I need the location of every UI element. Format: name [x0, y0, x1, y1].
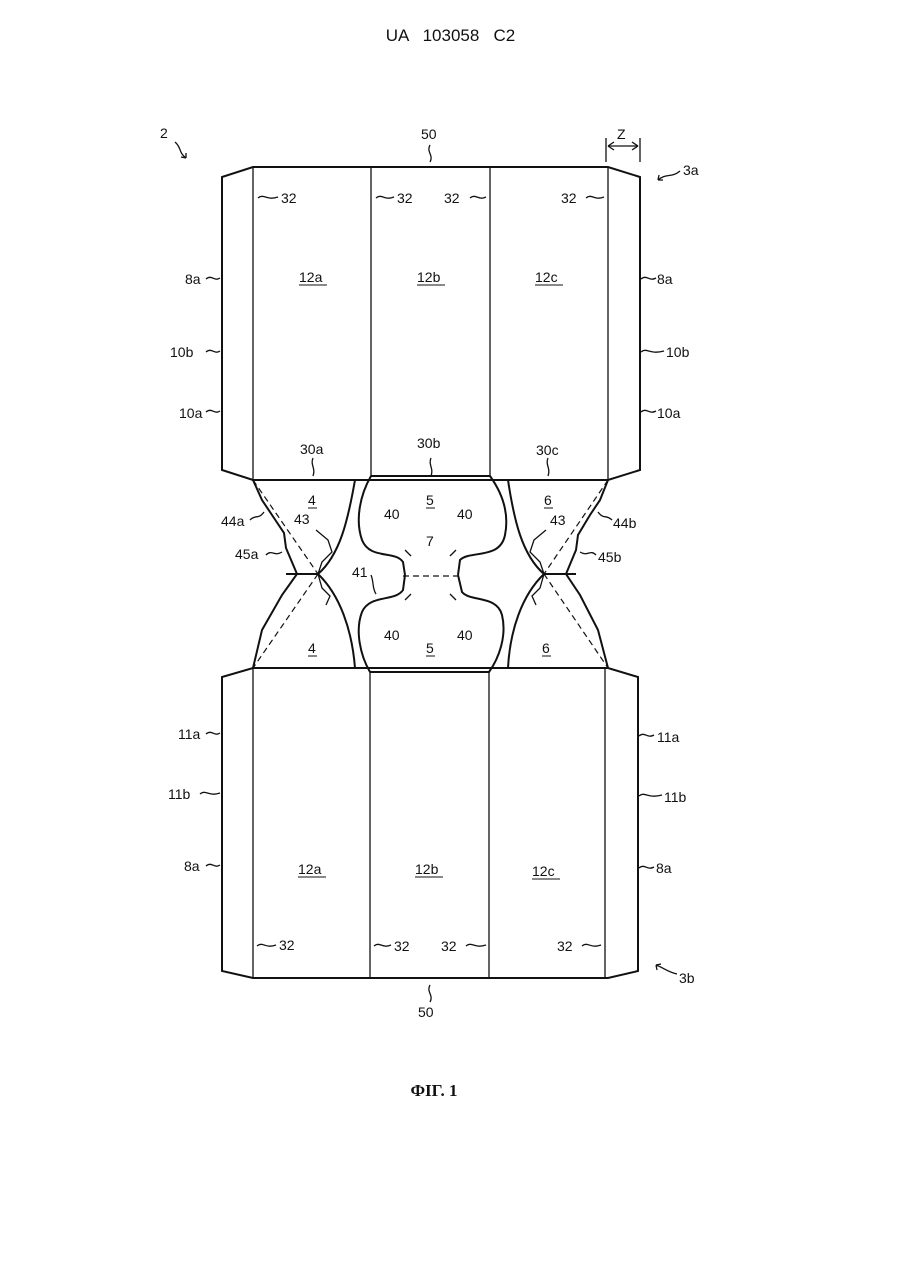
label-fold-32: 32	[279, 937, 295, 953]
label-side-11a: 11a	[657, 729, 680, 745]
label-z: Z	[617, 126, 626, 142]
label-underlines	[298, 285, 563, 879]
label-end-bottom: 3b	[679, 970, 695, 986]
label-side-10a: 10a	[179, 405, 203, 421]
label-bottom-edge: 50	[418, 1004, 434, 1020]
label-side-8a: 8a	[185, 271, 201, 287]
label-panel-c: 12c	[532, 863, 555, 879]
label-side-10a: 10a	[657, 405, 681, 421]
label-line-30a: 30a	[300, 441, 324, 457]
label-side-45b: 45b	[598, 549, 622, 565]
label-cut-41: 41	[352, 564, 368, 580]
label-flap-5: 5	[426, 640, 434, 656]
label-flap-4: 4	[308, 492, 316, 508]
label-panel-c: 12c	[535, 269, 558, 285]
label-score-7: 7	[426, 533, 434, 549]
label-side-11b: 11b	[168, 786, 191, 802]
label-flap-5: 5	[426, 492, 434, 508]
label-line-30c: 30c	[536, 442, 559, 458]
figure-caption: ФІГ. 1	[0, 1081, 868, 1101]
label-cut-40: 40	[384, 506, 400, 522]
label-side-44a: 44a	[221, 513, 245, 529]
label-side-45a: 45a	[235, 546, 259, 562]
label-cut-40: 40	[457, 627, 473, 643]
label-side-8a: 8a	[656, 860, 672, 876]
label-side-10b: 10b	[170, 344, 194, 360]
label-end-top: 3a	[683, 162, 699, 178]
label-line-30b: 30b	[417, 435, 441, 451]
label-panel-a: 12a	[298, 861, 322, 877]
reference-labels: 2 50 50 Z 3a 3b 32 32 32 32 32 32 32 32 …	[160, 125, 699, 1020]
label-notch-43: 43	[550, 512, 566, 528]
label-flap-6: 6	[544, 492, 552, 508]
label-fold-32: 32	[394, 938, 410, 954]
label-side-10b: 10b	[666, 344, 690, 360]
label-side-11b: 11b	[664, 789, 687, 805]
label-side-8a: 8a	[657, 271, 673, 287]
label-fig-ref: 2	[160, 125, 168, 141]
bottom-panel	[222, 668, 638, 978]
label-top-edge: 50	[421, 126, 437, 142]
label-flap-4: 4	[308, 640, 316, 656]
label-panel-b: 12b	[417, 269, 441, 285]
label-side-8a: 8a	[184, 858, 200, 874]
label-flap-6: 6	[542, 640, 550, 656]
label-panel-a: 12a	[299, 269, 323, 285]
label-side-44b: 44b	[613, 515, 637, 531]
label-fold-32: 32	[397, 190, 413, 206]
label-fold-32: 32	[281, 190, 297, 206]
label-panel-b: 12b	[415, 861, 439, 877]
label-fold-32: 32	[561, 190, 577, 206]
label-cut-40: 40	[384, 627, 400, 643]
top-panel	[222, 167, 640, 480]
label-fold-32: 32	[441, 938, 457, 954]
label-side-11a: 11a	[178, 726, 201, 742]
label-fold-32: 32	[444, 190, 460, 206]
label-notch-43: 43	[294, 511, 310, 527]
label-cut-40: 40	[457, 506, 473, 522]
label-fold-32: 32	[557, 938, 573, 954]
